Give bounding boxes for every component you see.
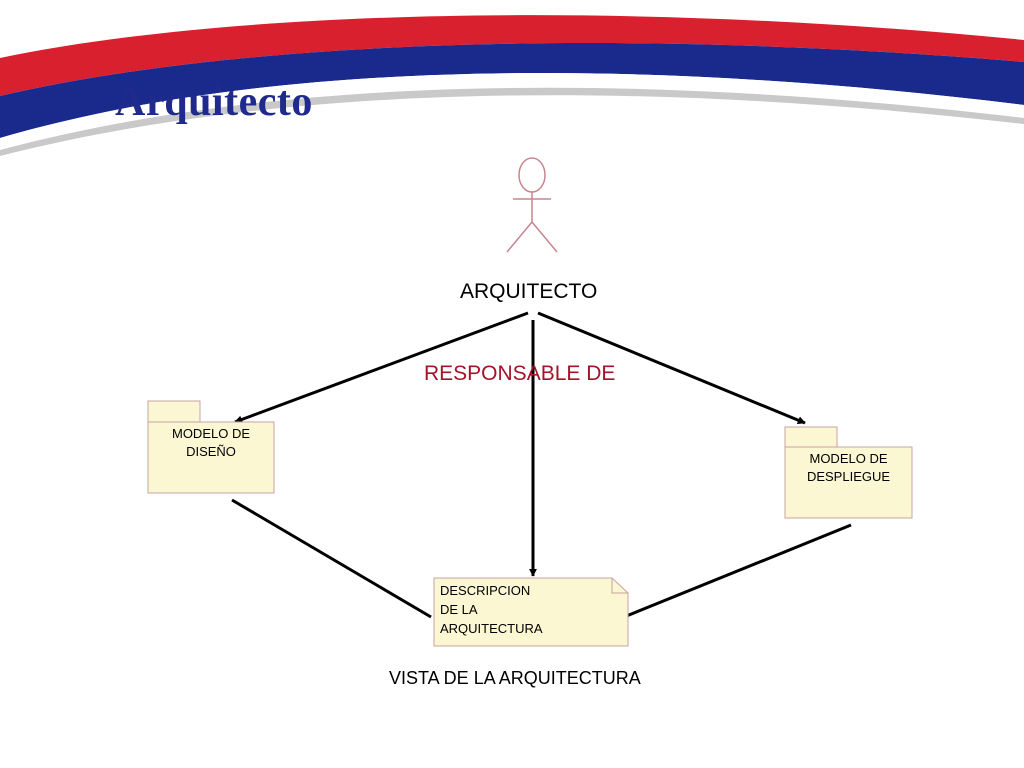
note-line3: ARQUITECTURA: [440, 621, 543, 636]
note-body: [433, 577, 629, 647]
arrow-to-design: [234, 311, 529, 424]
slide-title: Arquitecto: [115, 79, 313, 125]
package-deploy-model: [784, 426, 913, 519]
package-body: [147, 421, 275, 494]
actor-label: ARQUITECTO: [460, 280, 598, 303]
banner-white-edge: [0, 73, 1024, 150]
note-line2: DE LA: [440, 602, 478, 617]
package-deploy-label: MODELO DE DESPLIEGUE: [785, 450, 912, 486]
header-banner: [0, 15, 1024, 156]
banner-red-band: [0, 15, 1024, 96]
package-design-line2: DISEÑO: [186, 444, 236, 459]
banner-shadow: [0, 87, 1024, 156]
connector-note-to-deploy: [623, 523, 852, 619]
package-design-label: MODELO DE DISEÑO: [148, 425, 274, 461]
note-architecture-description: [433, 577, 629, 647]
package-deploy-line1: MODELO DE: [809, 451, 888, 466]
responsibility-arrows: [234, 311, 806, 577]
view-connectors: [231, 498, 852, 619]
note-line1: DESCRIPCION: [440, 583, 531, 598]
package-body: [784, 446, 913, 519]
package-tab: [147, 400, 201, 423]
connector-design-to-note: [231, 498, 432, 619]
package-design-line1: MODELO DE: [171, 426, 250, 441]
view-label: VISTA DE LA ARQUITECTURA: [389, 668, 641, 688]
package-deploy-line2: DESPLIEGUE: [806, 469, 891, 484]
note-fold: [611, 578, 628, 594]
package-design-model: [147, 400, 275, 494]
relationship-label: RESPONSABLE DE: [424, 362, 616, 385]
package-tab: [784, 426, 838, 448]
banner-blue-band: [0, 43, 1024, 138]
arrow-to-deploy: [537, 311, 806, 425]
stick-figure-actor-icon: [506, 157, 558, 253]
note-label: DESCRIPCION DE LA ARQUITECTURA: [440, 581, 610, 638]
